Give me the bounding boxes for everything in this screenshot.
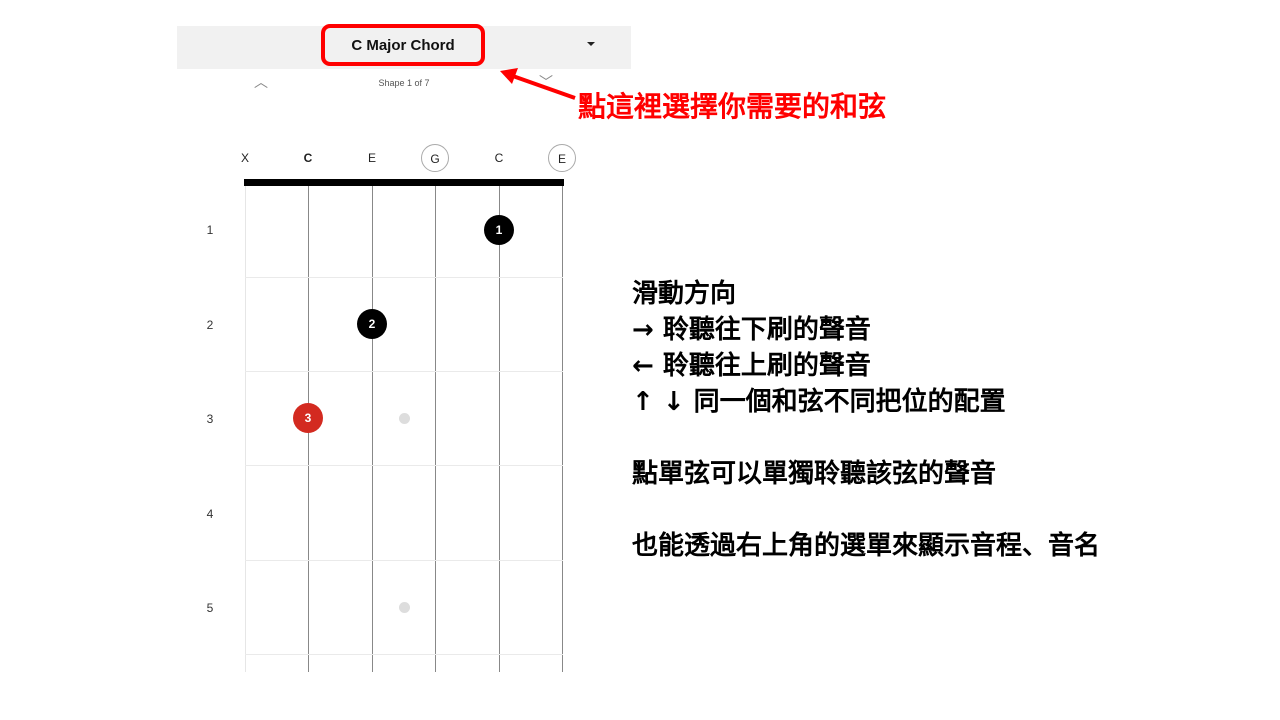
nut (244, 179, 564, 186)
fret-number: 1 (206, 223, 214, 237)
instruction-text: 滑動方向 → 聆聽往下刷的聲音 ← 聆聽往上刷的聲音 ↑ ↓ 同一個和弦不同把位… (632, 276, 1100, 564)
finger-dot[interactable]: 2 (357, 309, 387, 339)
string-label[interactable]: E (367, 151, 376, 165)
string-label[interactable]: G (421, 144, 449, 172)
callout-text: 點這裡選擇你需要的和弦 (578, 90, 887, 123)
fret-line (245, 465, 563, 466)
shape-indicator: Shape 1 of 7 (378, 78, 430, 88)
string-2[interactable] (499, 186, 500, 672)
string-3[interactable] (435, 186, 436, 672)
callout-arrow-icon (500, 68, 576, 100)
string-label[interactable]: C (494, 151, 504, 165)
fret-number: 3 (206, 412, 214, 426)
instruction-line: 滑動方向 (632, 279, 737, 309)
chord-select-button[interactable]: C Major Chord (321, 24, 485, 66)
fret-line (245, 371, 563, 372)
string-1[interactable] (562, 186, 563, 672)
fret-line (245, 654, 563, 655)
fret-inlay-dot (398, 412, 410, 424)
chevron-up-icon[interactable]: ︿ (254, 74, 268, 90)
fret-line (245, 277, 563, 278)
instruction-line: ← 聆聽往上刷的聲音 (632, 351, 871, 381)
fret-number: 5 (206, 601, 214, 615)
finger-dot-root[interactable]: 3 (293, 403, 323, 433)
instruction-line: 點單弦可以單獨聆聽該弦的聲音 (632, 459, 997, 489)
fret-line (245, 560, 563, 561)
string-label[interactable]: C (303, 151, 313, 165)
finger-dot[interactable]: 1 (484, 215, 514, 245)
instruction-line: ↑ ↓ 同一個和弦不同把位的配置 (632, 387, 1006, 417)
chord-title: C Major Chord (351, 36, 455, 54)
fret-inlay-dot (398, 601, 410, 613)
dropdown-caret-icon[interactable] (587, 42, 595, 46)
fret-number: 4 (206, 507, 214, 521)
instruction-line: → 聆聽往下刷的聲音 (632, 315, 871, 345)
string-label[interactable]: X (240, 151, 249, 165)
chord-selector-bar (177, 26, 631, 69)
instruction-spacer (632, 420, 1100, 456)
fret-number: 2 (206, 318, 214, 332)
instruction-line: 也能透過右上角的選單來顯示音程、音名 (632, 531, 1101, 561)
instruction-spacer (632, 492, 1100, 528)
string-6[interactable] (245, 186, 246, 672)
string-label[interactable]: E (548, 144, 576, 172)
string-4[interactable] (372, 186, 373, 672)
